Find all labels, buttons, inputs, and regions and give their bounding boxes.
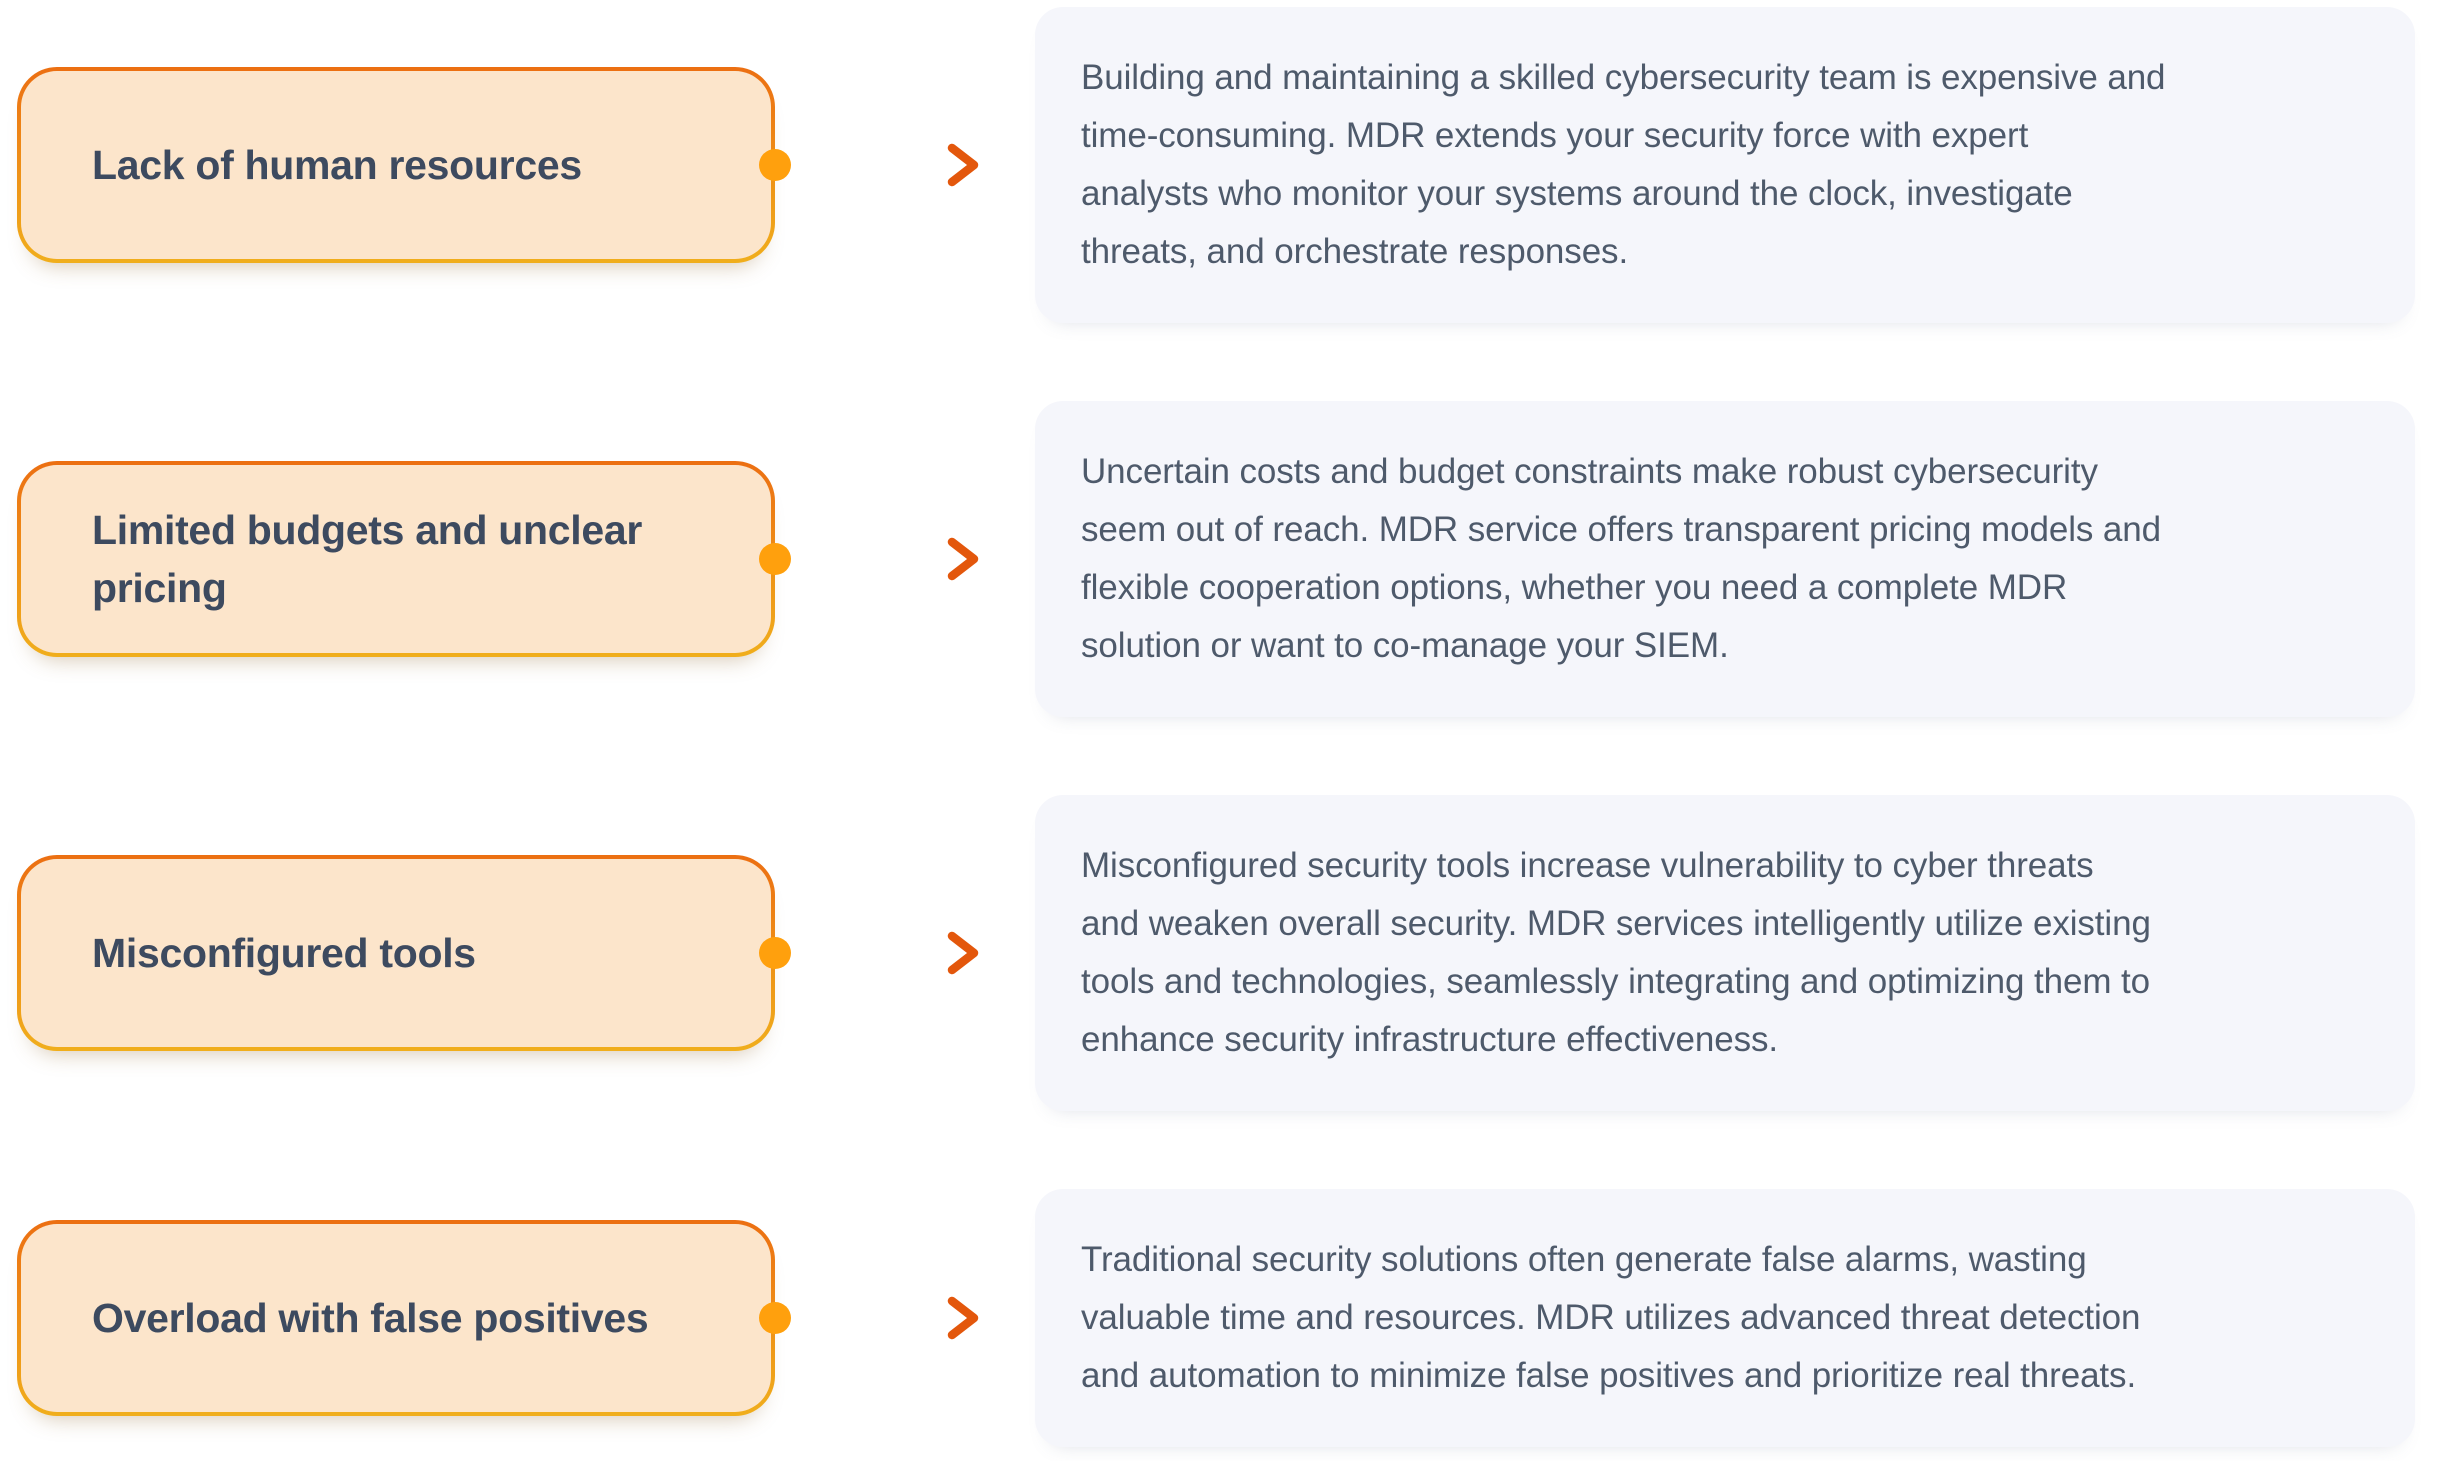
connector-arrowhead: [947, 931, 979, 975]
arrow-right-icon: [759, 143, 979, 187]
connector-arrowhead: [947, 143, 979, 187]
challenge-row: Misconfigured tools Misconfigured securi…: [17, 795, 2415, 1111]
connector: [759, 141, 1035, 189]
challenge-label: Lack of human resources: [92, 142, 582, 188]
challenge-description-panel: Misconfigured security tools increase vu…: [1035, 795, 2415, 1111]
challenge-description: Misconfigured security tools increase vu…: [1081, 846, 2151, 1059]
challenge-description-panel: Traditional security solutions often gen…: [1035, 1189, 2415, 1447]
challenge-row: Overload with false positives Traditiona…: [17, 1189, 2415, 1447]
challenge-description: Building and maintaining a skilled cyber…: [1081, 58, 2166, 271]
connector-arrowhead: [947, 537, 979, 581]
connector-dot: [759, 543, 791, 575]
arrow-right-icon: [759, 1296, 979, 1340]
challenge-description: Traditional security solutions often gen…: [1081, 1240, 2141, 1395]
challenge-description-panel: Building and maintaining a skilled cyber…: [1035, 7, 2415, 323]
challenge-description-panel: Uncertain costs and budget constraints m…: [1035, 401, 2415, 717]
challenge-label: Limited budgets and unclear pricing: [92, 507, 643, 611]
challenge-label-card: Lack of human resources: [17, 67, 775, 263]
challenge-row: Lack of human resources Building and mai…: [17, 7, 2415, 323]
connector: [759, 535, 1035, 583]
connector-dot: [759, 937, 791, 969]
connector-arrowhead: [947, 1296, 979, 1340]
challenge-description: Uncertain costs and budget constraints m…: [1081, 452, 2161, 665]
connector: [759, 1294, 1035, 1342]
arrow-right-icon: [759, 931, 979, 975]
challenge-label: Overload with false positives: [92, 1295, 649, 1341]
challenge-row: Limited budgets and unclear pricing Unce…: [17, 401, 2415, 717]
challenge-label-card: Misconfigured tools: [17, 855, 775, 1051]
challenge-label-card: Limited budgets and unclear pricing: [17, 461, 775, 657]
connector-dot: [759, 1302, 791, 1334]
connector-dot: [759, 149, 791, 181]
challenge-label: Misconfigured tools: [92, 930, 476, 976]
connector: [759, 929, 1035, 977]
arrow-right-icon: [759, 537, 979, 581]
challenge-label-card: Overload with false positives: [17, 1220, 775, 1416]
